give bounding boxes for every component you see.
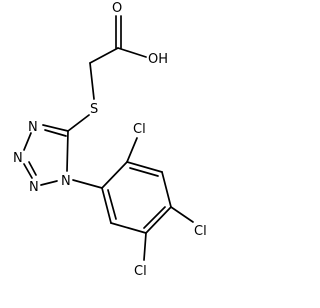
- bond-n1-phenyl: [72, 179, 103, 189]
- bond-s-c5: [67, 114, 90, 132]
- atom-cl-right: Cl: [194, 224, 207, 239]
- bond-ring-6-1: [101, 187, 112, 224]
- atom-n-upper: N: [13, 151, 23, 166]
- atom-oh: OH: [148, 52, 168, 67]
- bond-n3-n2-a: [23, 163, 33, 179]
- atom-n-lower: N: [29, 180, 39, 195]
- bond-c-cl-top: [126, 137, 138, 163]
- bond-ring-inner-6-1: [107, 189, 117, 220]
- molecule-structure: O OH S N N N N Cl Cl Cl: [13, 1, 207, 279]
- atom-n-substituted: N: [61, 174, 71, 189]
- atom-cl-top: Cl: [133, 122, 146, 137]
- bond-ring-5-6: [110, 222, 147, 234]
- bond-ch2-s: [89, 62, 95, 100]
- atom-labels: O OH S N N N N Cl Cl Cl: [13, 1, 207, 279]
- atom-cl-bottom: Cl: [134, 264, 147, 279]
- bond-c5-n4-a: [42, 124, 69, 132]
- atom-o-carbonyl: O: [112, 1, 122, 16]
- bond-ring-inner-4-5: [143, 206, 166, 229]
- bond-c-cl-bottom: [143, 232, 147, 261]
- bond-ring-3-4: [161, 171, 172, 208]
- bond-ring-inner-2-3: [129, 167, 159, 177]
- bond-ring-4-5: [145, 206, 172, 234]
- bond-n1-c5: [66, 130, 69, 172]
- bond-c-oh: [117, 47, 147, 58]
- bond-n3-n2-b: [28, 161, 37, 176]
- bond-n4-n3: [23, 132, 32, 151]
- bonds: [23, 15, 194, 261]
- bond-ring-2-3: [126, 161, 163, 173]
- atom-s: S: [90, 102, 98, 117]
- bond-c-cl-right: [170, 206, 194, 223]
- bond-ch2-cooh: [89, 47, 119, 64]
- bond-n2-n1: [40, 180, 58, 186]
- atom-n-top: N: [28, 120, 38, 135]
- bond-ring-1-2: [101, 161, 128, 189]
- bond-c5-n4-b: [44, 129, 67, 137]
